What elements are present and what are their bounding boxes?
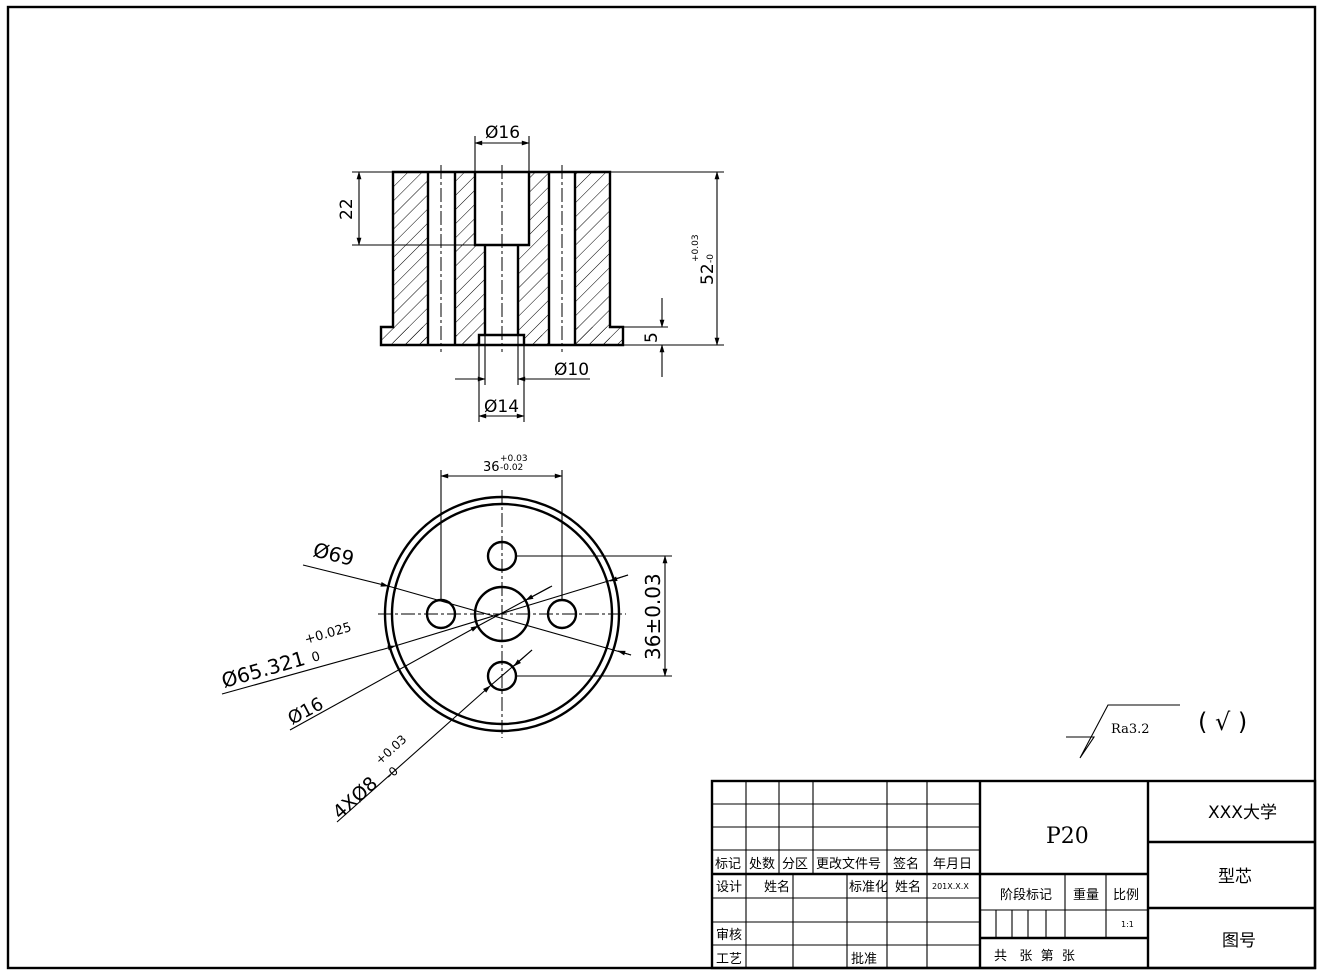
header-change-doc: 更改文件号 [816, 857, 881, 872]
process-label: 工艺 [716, 952, 742, 967]
surface-finish-symbol: Ra3.2 ( √ ) [1066, 704, 1247, 759]
hatch-wall-right-outer [575, 172, 610, 345]
front-section-view: Ø16 22 52 +0.03 -0 5 Ø10 Ø14 [337, 123, 724, 422]
stage-mark-label: 阶段标记 [1000, 888, 1052, 903]
approve-label: 批准 [851, 952, 877, 967]
dim-depth: 22 [337, 198, 357, 220]
dim-hole-span: 36 [483, 460, 500, 475]
hatch-wall-right-under [518, 245, 529, 335]
dim-holes-main: 4XØ8 [329, 772, 382, 823]
design-name-label: 姓名 [764, 879, 790, 895]
scale-label: 比例 [1113, 888, 1139, 903]
dim-recess: Ø14 [484, 397, 519, 417]
dim-height-tol-upper: +0.03 [691, 234, 701, 262]
hatch-flange-left [381, 327, 428, 345]
dim-hole-span-tol-upper: +0.03 [500, 454, 528, 464]
hatch-wall-left-outer [393, 172, 428, 345]
standardization-label: 标准化 [849, 880, 888, 895]
weight-label: 重量 [1073, 887, 1099, 903]
hatch-wall-left-inner [455, 172, 475, 345]
dim-inner-tol-lower: 0 [310, 649, 322, 666]
hatch-wall-right-inner [529, 172, 549, 345]
title-block: 标记 处数 分区 更改文件号 签名 年月日 设计 姓名 标准化 姓名 201X.… [710, 779, 1317, 970]
dim-top-bore: Ø16 [485, 123, 520, 143]
dim-outer: Ø69 [311, 538, 357, 571]
review-label: 审核 [716, 928, 742, 943]
dim-hole-span-tol-lower: -0.02 [500, 463, 523, 473]
standardization-name: 姓名 [895, 879, 921, 895]
roughness-value: Ra3.2 [1111, 722, 1150, 737]
dim-height-tol-lower: -0 [706, 254, 716, 263]
design-date: 201X.X.X [932, 882, 969, 891]
dim-inner-tol-upper: +0.025 [303, 620, 353, 648]
dim-height: 52 [698, 263, 718, 285]
header-signature: 签名 [893, 856, 919, 872]
dim-flange: 5 [642, 332, 662, 343]
other-finish-mark: ( √ ) [1198, 708, 1247, 736]
drawing-number-label: 图号 [1222, 931, 1256, 951]
hatch-bottom-right [523, 335, 549, 345]
dim-center-bore: Ø16 [284, 693, 327, 729]
part-code: P20 [1046, 824, 1089, 849]
scale-value: 1:1 [1121, 920, 1134, 929]
dim-vertical-span: 36±0.03 [641, 573, 665, 660]
dim-inner-main: Ø65.321 [219, 646, 308, 693]
header-zone: 分区 [782, 857, 808, 872]
sheet-info: 共 张 第 张 [994, 949, 1075, 964]
drawing-border [6, 5, 1317, 970]
top-view: 36 +0.03 -0.02 36±0.03 Ø69 Ø65.321 +0.02… [219, 454, 672, 824]
part-name: 型芯 [1218, 867, 1252, 887]
header-count: 处数 [749, 857, 775, 872]
dim-thru-hole: Ø10 [554, 360, 589, 380]
design-label: 设计 [716, 880, 742, 895]
header-date: 年月日 [933, 857, 972, 872]
header-mark: 标记 [715, 857, 741, 872]
hatch-flange-right [575, 327, 623, 345]
school-name: XXX大学 [1208, 803, 1277, 823]
hatch-wall-left-under [475, 245, 485, 335]
hatch-bottom-left [455, 335, 480, 345]
